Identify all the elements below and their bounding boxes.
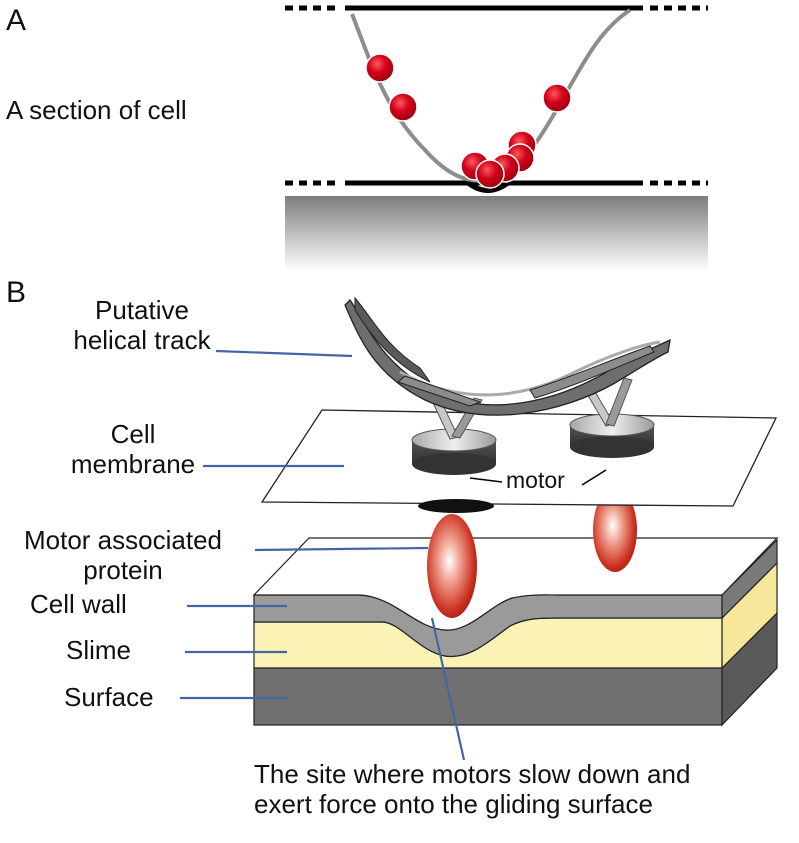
cell-membrane-label-line2: membrane [70, 448, 196, 479]
gliding-surface-a [285, 196, 708, 271]
motor-protein-label: Motor associated protein [0, 525, 248, 586]
motor-bead [475, 159, 505, 189]
panel-a-diagram [285, 5, 708, 271]
leader-lines [180, 349, 466, 761]
site-caption-line1: The site where motors slow down and [254, 759, 691, 789]
helical-track-label-line1: Putative [95, 295, 189, 325]
motor-bead [365, 53, 395, 83]
surface-layer [253, 667, 723, 726]
motor-protein-label-line2: protein [83, 554, 163, 585]
cell-membrane-label-line1: Cell [110, 419, 156, 449]
panel-a-letter: A [6, 4, 27, 37]
slime-label: Slime [66, 635, 132, 665]
cell-wall-label: Cell wall [30, 589, 127, 619]
layer-block [252, 537, 779, 727]
motor-associated-protein [427, 514, 477, 618]
site-caption: The site where motors slow down and exer… [254, 759, 691, 820]
cell-membrane-label: Cell membrane [66, 419, 200, 480]
motor-bead [388, 92, 418, 122]
motor-label: motor [506, 467, 565, 493]
helical-track-label: Putative helical track [56, 295, 228, 356]
motor-underside [418, 499, 494, 513]
leader-helical-track [215, 349, 353, 358]
site-caption-line2: exert force onto the gliding surface [254, 788, 653, 819]
motor-label-leaders [469, 469, 607, 486]
motor-protein-label-line1: Motor associated [24, 525, 222, 555]
motor-bead [542, 83, 572, 113]
motor-left [411, 428, 497, 475]
leader-motor-protein [254, 546, 429, 552]
leader-site [430, 617, 466, 761]
motor-associated-protein [593, 488, 637, 572]
contact-bump [466, 180, 510, 193]
panel-b-letter: B [6, 276, 27, 309]
surface-label: Surface [64, 682, 154, 712]
helical-track-label-line2: helical track [73, 324, 211, 355]
block-top-face [252, 537, 779, 631]
cell-section-label: A section of cell [6, 95, 187, 125]
helical-path-curve [350, 8, 632, 183]
helical-track [344, 296, 671, 416]
